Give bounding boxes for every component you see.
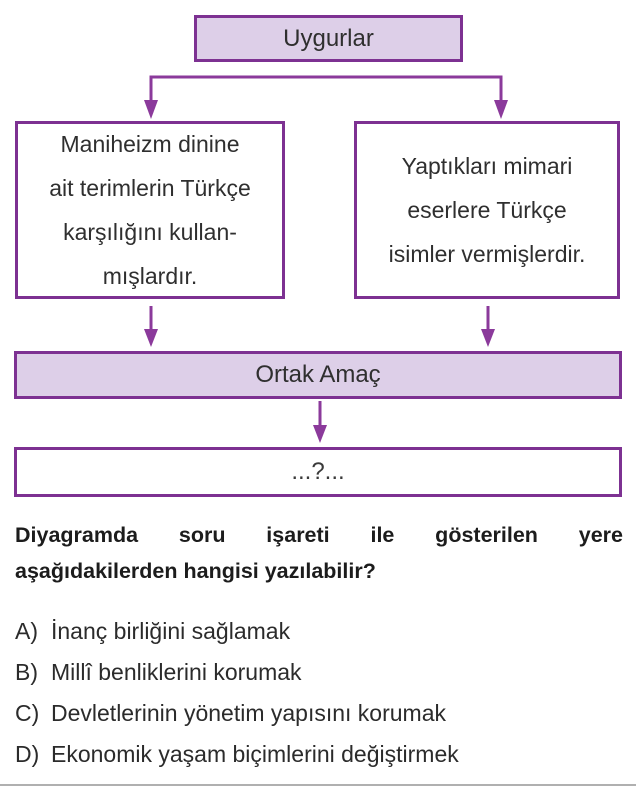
option-a[interactable]: A) İnanç birliğini sağlamak [15,611,625,652]
option-d-text: Ekonomik yaşam biçimlerini değiştirmek [51,741,459,767]
option-c-label: C) [15,700,40,726]
option-c-text: Devletlerinin yönetim yapısını korumak [51,700,446,726]
fact-line: isimler vermişlerdir. [388,241,586,267]
fact-line: Yaptıkları mimari [401,153,573,179]
diagram-root-box: Uygurlar [194,15,463,62]
placeholder-label: ...?... [291,458,345,485]
diagram-right-fact-box: Yaptıkları mimari eserlere Türkçe isimle… [354,121,620,299]
down-arrow-icon [144,329,158,347]
answer-options: A) İnanç birliğini sağlamak B) Millî ben… [15,611,625,775]
branch-connector-line [149,75,503,101]
fact-line: Maniheizm dinine [60,131,240,157]
fact-line: karşılığını kullan- [63,219,237,245]
option-b-text: Millî benliklerini korumak [51,659,302,685]
down-arrow-icon [481,329,495,347]
option-d-label: D) [15,741,40,767]
common-goal-label: Ortak Amaç [255,361,381,388]
down-arrow-icon [144,100,158,119]
diagram-root-label: Uygurlar [283,24,374,52]
option-a-text: İnanç birliğini sağlamak [51,618,291,644]
diagram-placeholder-box: ...?... [14,447,622,497]
bottom-divider [0,784,636,786]
option-d[interactable]: D) Ekonomik yaşam biçimlerini değiştirme… [15,734,625,775]
option-b-label: B) [15,659,38,685]
diagram-common-goal-bar: Ortak Amaç [14,351,622,399]
option-b[interactable]: B) Millî benliklerini korumak [15,652,625,693]
question-line: Diyagramda soru işareti ile gösterilen y… [15,523,623,547]
fact-line: ait terimlerin Türkçe [49,175,251,201]
question-line: aşağıdakilerden hangisi yazılabilir? [15,559,376,583]
diagram-left-fact-box: Maniheizm dinine ait terimlerin Türkçe k… [15,121,285,299]
question-stem: Diyagramda soru işareti ile gösterilen y… [15,517,623,589]
option-c[interactable]: C) Devletlerinin yönetim yapısını koruma… [15,693,625,734]
fact-line: eserlere Türkçe [407,197,567,223]
option-a-label: A) [15,618,38,644]
down-arrow-icon [313,425,327,443]
down-arrow-icon [494,100,508,119]
fact-line: mışlardır. [102,263,198,289]
